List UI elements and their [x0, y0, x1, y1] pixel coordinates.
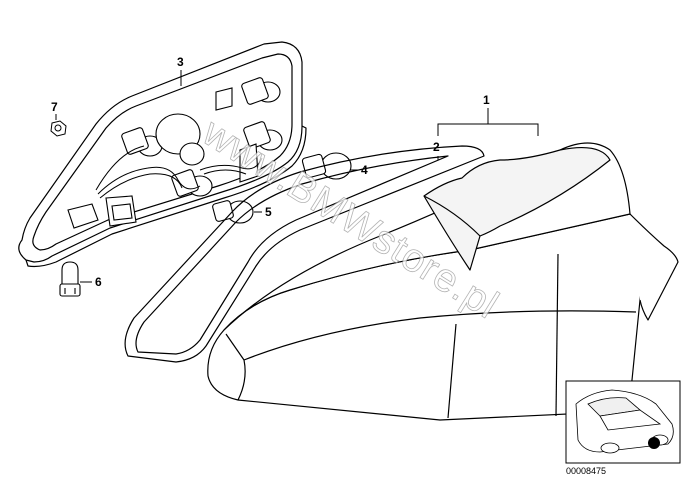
bulb-wedge — [59, 261, 81, 297]
callout-2: 2 — [433, 140, 440, 154]
callout-4: 4 — [361, 163, 368, 177]
carrier-sockets — [121, 77, 283, 197]
leader-lines — [55, 70, 539, 283]
callout-5: 5 — [265, 205, 272, 219]
tail-light-location-marker — [648, 437, 660, 449]
wiring-harness — [95, 145, 263, 199]
nut — [50, 120, 67, 137]
connector-plug — [67, 195, 137, 229]
callout-7: 7 — [51, 100, 58, 114]
bulb-large — [301, 152, 352, 180]
document-number: 00008475 — [566, 466, 606, 476]
car-location-inset — [565, 380, 681, 464]
callout-1: 1 — [483, 93, 490, 107]
callout-3: 3 — [177, 55, 184, 69]
callout-6: 6 — [95, 275, 102, 289]
tail-light-lens — [207, 142, 679, 421]
gasket — [124, 145, 485, 363]
